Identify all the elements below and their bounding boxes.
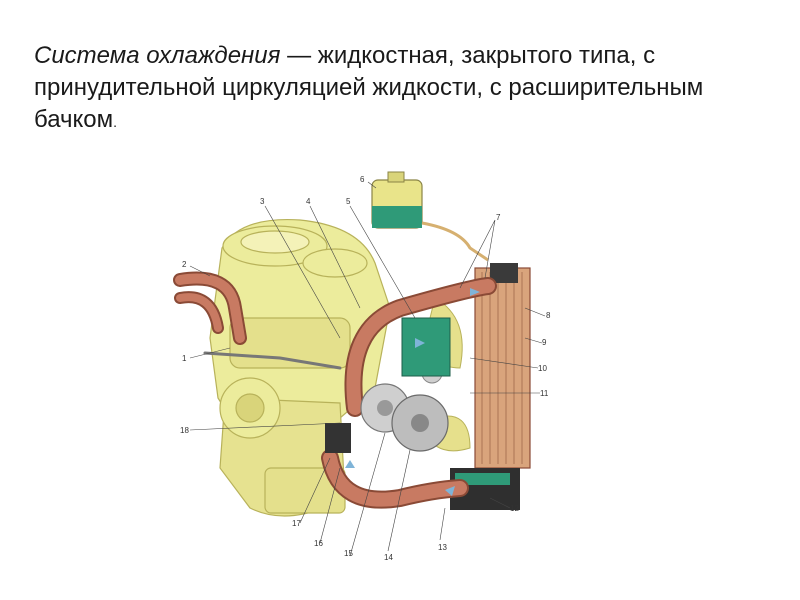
expansion-tank (371, 171, 489, 262)
leader-lines (189, 181, 546, 557)
part-label-8: 8 (546, 311, 551, 320)
slide-heading: Система охлаждения — жидкостная, закрыто… (34, 40, 774, 138)
part-labels: 1 2 3 4 5 6 7 8 9 10 11 12 13 14 15 16 1… (180, 175, 551, 562)
part-label-17: 17 (292, 519, 301, 528)
part-label-15: 15 (344, 549, 353, 558)
heading-text: — жидкостная, закрытого типа, с принудит… (34, 42, 704, 133)
part-label-18: 18 (180, 426, 189, 435)
flow-arrows (345, 288, 480, 496)
part-label-4: 4 (306, 197, 311, 206)
part-label-10: 10 (538, 364, 547, 373)
part-label-3: 3 (260, 197, 265, 206)
cooling-system-diagram: 1 2 3 4 5 6 7 8 9 10 11 12 13 14 15 16 1… (170, 168, 560, 568)
water-pump (325, 317, 451, 453)
part-label-9: 9 (542, 338, 547, 347)
part-label-14: 14 (384, 553, 393, 562)
part-label-16: 16 (314, 539, 323, 548)
heading-term: Система охлаждения (34, 42, 281, 69)
part-label-5: 5 (346, 197, 351, 206)
part-label-13: 13 (438, 543, 447, 552)
part-label-6: 6 (360, 175, 365, 184)
part-label-12: 12 (510, 504, 519, 513)
part-label-7: 7 (496, 213, 501, 222)
part-label-2: 2 (182, 260, 187, 269)
part-label-11: 11 (540, 389, 549, 398)
radiator (450, 263, 531, 510)
part-label-1: 1 (182, 354, 187, 363)
heading-period: . (113, 114, 118, 130)
